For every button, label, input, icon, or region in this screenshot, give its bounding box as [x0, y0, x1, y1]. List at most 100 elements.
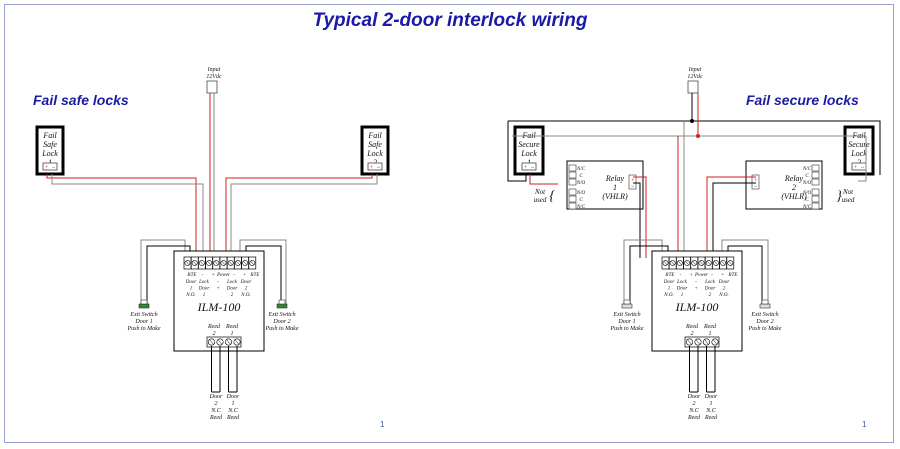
- ilm-right-term-label: -: [711, 273, 713, 278]
- relay-2-label: 2: [792, 183, 796, 192]
- relay-2-power-minus: −: [753, 184, 757, 190]
- ilm-right-reed-wire-label: Door: [704, 394, 718, 400]
- lock1-left-black: [51, 174, 204, 258]
- ilm-right-reed-slot: [695, 339, 701, 345]
- bus-left-black: [507, 121, 527, 182]
- relay-1-terminal-label: C: [579, 198, 583, 203]
- ilm-right-term-label: RTE: [728, 273, 738, 278]
- fail-secure-lock-2-label: Lock: [850, 149, 867, 158]
- exit1-left-label: Door 1: [134, 319, 152, 325]
- exit1-left-cap: [140, 299, 148, 305]
- ilm-right-slot: [728, 260, 733, 266]
- exit1-right-label: Door 1: [617, 319, 635, 325]
- relay-2-box: [745, 160, 823, 210]
- ilm-left-term-sub: Door: [226, 287, 238, 292]
- ilm-left-slot: [185, 260, 190, 266]
- ilm-right-term-sub: Door: [704, 287, 716, 292]
- relay-2-terminal-label: N/C: [802, 167, 812, 172]
- fail-secure-lock-2-minus: −: [860, 165, 864, 171]
- relay-2-label: (VHLR): [781, 192, 807, 201]
- fail-secure-lock-2-label: Secure: [848, 140, 870, 149]
- fail-safe-lock-2-label: Lock: [366, 149, 383, 158]
- exit1-right-cap: [623, 299, 631, 305]
- ilm-right-term-sub: Lock: [704, 280, 716, 285]
- ilm-right-slot: [678, 260, 682, 266]
- ilm-right-slot: [699, 260, 704, 266]
- ilm-right-term-sub: Door: [718, 280, 730, 285]
- fail-safe-lock-1-label: Safe: [43, 140, 57, 149]
- relay-2-terminal-label: C: [805, 198, 809, 203]
- ilm-right-slot: [663, 260, 668, 266]
- relay1-not-used: used: [534, 196, 547, 204]
- ilm-left-reed-wire-label: Door: [226, 394, 240, 400]
- ilm-right-reed-slot: [712, 339, 718, 345]
- ilm-left-term-label: RTE: [187, 273, 197, 278]
- fail-safe-lock-1-minus: −: [51, 165, 55, 171]
- fail-secure-lock-1-label: Lock: [520, 149, 537, 158]
- fail-safe-lock-2-label: Fail: [367, 131, 382, 140]
- fail-secure-lock-1-label: Secure: [518, 140, 540, 149]
- fail-safe-lock-1-label: 1: [48, 158, 52, 167]
- ilm-left-reed-wire-label: N.C: [210, 408, 222, 414]
- fail-secure-lock-2-label: 2: [857, 158, 861, 167]
- ilm-right-term-label: -: [680, 273, 682, 278]
- exit2-left-cap: [278, 299, 286, 305]
- exit2-right-label: Push to Make: [748, 326, 782, 332]
- ilm-right-reed-wire-label: N.C: [688, 408, 700, 414]
- ilm-left-term-sub: -: [217, 280, 219, 285]
- ilm-left-term-sub: 1: [203, 293, 206, 298]
- relay-1-power-term: [628, 174, 637, 190]
- ilm-left-slot: [200, 260, 204, 266]
- junction-red: [696, 134, 700, 138]
- relay-1-label: Relay: [605, 174, 625, 183]
- ilm-left-term-label: +: [243, 273, 246, 278]
- ilm-left-term-sub: 2: [231, 293, 234, 298]
- ilm-left-term-sub: Door: [240, 280, 252, 285]
- input-left-label: Input: [207, 67, 221, 73]
- ilm-left-term-sub: N.O.: [185, 293, 195, 298]
- exit2-left-label: Push to Make: [265, 326, 299, 332]
- ilm-left-name: ILM-100: [197, 300, 241, 314]
- fail-secure-heading: Fail secure locks: [746, 92, 859, 108]
- ilm-right-term-sub: N.O.: [663, 293, 673, 298]
- relay2-black: [712, 182, 756, 258]
- ilm-right-term-label: +: [689, 273, 692, 278]
- rte2-right-a: [721, 239, 769, 304]
- fail-safe-lock-2-plus: +: [369, 165, 373, 171]
- ilm-right-term-label: +: [721, 273, 724, 278]
- relay-1-terminal: [568, 202, 577, 210]
- relay-2-terminal-label: C: [805, 174, 809, 179]
- ilm-left-term-label: Power: [216, 273, 230, 278]
- fail-secure-lock-1-plus: +: [523, 165, 527, 171]
- ilm-left-slot: [243, 260, 247, 266]
- ilm-left-term-label: -: [202, 273, 204, 278]
- rte1-right-a: [623, 239, 663, 304]
- rte1-left-a: [140, 239, 186, 304]
- ilm-left-reed-wire-label: 2: [215, 401, 218, 407]
- relay1-brace: {: [549, 189, 555, 204]
- ilm-left-term-sub: 2: [245, 287, 248, 292]
- ilm-left-reed-label: Reed: [225, 324, 239, 330]
- relay-1-terminal-label: C: [579, 174, 583, 179]
- relay-2-terminal: [811, 164, 820, 172]
- ilm-right-slot: [692, 260, 697, 266]
- ilm-left-reed-slot: [226, 339, 231, 345]
- input-right-label: 12Vdc: [687, 74, 703, 80]
- ilm-right-name: ILM-100: [675, 300, 719, 314]
- ilm-left-term-sub: +: [216, 287, 219, 292]
- exit2-right-label: Door 2: [755, 319, 773, 325]
- fail-safe-heading: Fail safe locks: [33, 92, 129, 108]
- exit2-left-label: Exit Switch: [267, 312, 295, 318]
- exit2-right-label: Exit Switch: [750, 312, 778, 318]
- relay-2-power-term: [751, 174, 760, 190]
- relay-2-terminal-label: N/O: [802, 181, 812, 186]
- ilm-right-reed-wire-label: Reed: [687, 415, 701, 421]
- lock2-right-gray: [858, 136, 867, 182]
- ilm-left-slot: [250, 260, 255, 266]
- ilm-right-reed-block: [684, 336, 720, 348]
- ilm-left-reed-wire-label: Reed: [209, 415, 223, 421]
- junction-black: [690, 119, 694, 123]
- lock2-left-red: [225, 174, 373, 258]
- relay2-brace: }: [836, 189, 842, 204]
- ilm-left-reed-label: Reed: [207, 324, 221, 330]
